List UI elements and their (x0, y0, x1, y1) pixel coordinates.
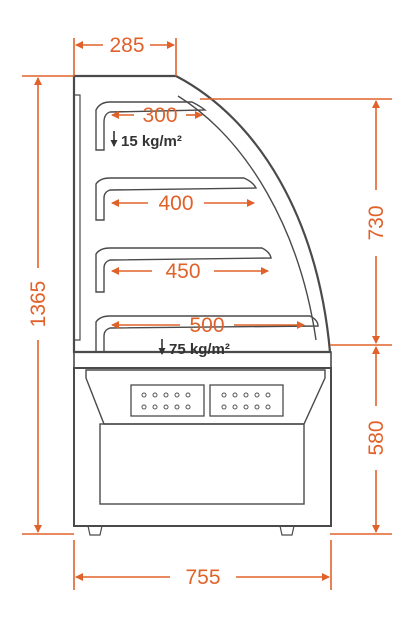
foot-left (87, 525, 103, 536)
dim-top-depth-label: 285 (109, 34, 144, 57)
dim-shelf-4-label: 500 (189, 314, 224, 337)
dim-display-height-label: 730 (365, 205, 388, 240)
base-load-label: 75 kg/m² (169, 341, 230, 358)
dim-total-height-label: 1365 (27, 281, 50, 328)
shelf-4 (95, 315, 319, 353)
dimension-lines (22, 38, 392, 590)
shelf-load-label: 15 kg/m² (121, 133, 182, 150)
shelf-1 (95, 101, 207, 151)
dim-total-depth-label: 755 (185, 566, 220, 589)
base-load-callout: 75 kg/m² (158, 339, 230, 358)
back-panel (74, 94, 81, 341)
curved-glass (177, 95, 317, 341)
dim-shelf-2-label: 400 (158, 192, 193, 215)
dim-shelf-3-label: 450 (165, 260, 200, 283)
upper-cabinet-outline (72, 74, 332, 354)
lower-door (99, 423, 305, 505)
control-panel-icon (209, 384, 284, 417)
shelf-3 (95, 247, 272, 293)
control-panel-icon (130, 384, 205, 417)
foot-right (279, 525, 295, 536)
display-case (72, 74, 332, 536)
dim-base-height-label: 580 (365, 420, 388, 455)
shelf-2 (95, 177, 258, 221)
lower-cabinet (73, 367, 332, 527)
dim-shelf-1-label: 300 (142, 104, 177, 127)
shelf-load-callout: 15 kg/m² (110, 131, 182, 150)
control-panel-housing (85, 369, 326, 425)
